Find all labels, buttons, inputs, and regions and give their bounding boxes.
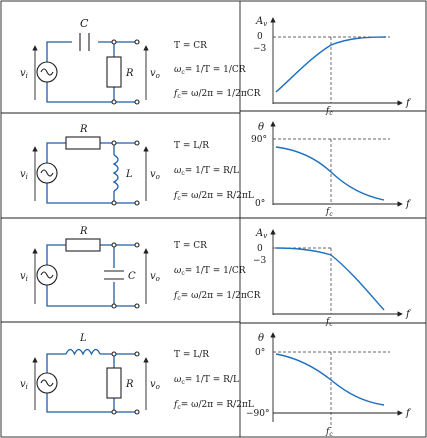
response-curve	[275, 36, 387, 93]
formula-block: T = CR ωc= 1/T = 1/CR fc= ω/2π = 1/2πCR	[173, 41, 261, 100]
y-axis-label: Av	[255, 16, 267, 28]
formula-tau: T = L/R	[174, 141, 209, 151]
formula-fc: fc= ω/2π = R/2πL	[173, 191, 254, 202]
y-axis-label: θ	[258, 333, 264, 344]
graph-phase-lowpass: θ 0° −90° f fc	[246, 332, 412, 438]
circuit-rc-highpass: C R vi vo	[20, 17, 160, 105]
formula-block: T = L/R ωc= 1/T = R/L fc= ω/2π = R/2πL	[173, 141, 254, 202]
x-axis-label: f	[405, 98, 412, 109]
y-axis-label: θ	[258, 122, 264, 133]
formula-omega: ωc= 1/T = 1/CR	[174, 65, 246, 76]
vout-label: vo	[150, 169, 160, 181]
circuit-rl-lowpass: L R vi vo	[20, 333, 160, 415]
x-axis-label: f	[405, 309, 412, 320]
formula-tau: T = CR	[174, 41, 207, 51]
circuit-rl-highpass: R L vi vo	[20, 124, 160, 206]
formula-block: T = L/R ωc= 1/T = R/L fc= ω/2π = R/2πL	[173, 350, 254, 411]
x-axis-label: f	[405, 199, 412, 210]
graph-phase-highpass: θ 90° 0° f fc	[251, 121, 412, 218]
vin-label: vi	[20, 271, 28, 283]
tick-label: 0	[257, 32, 263, 42]
formula-block: T = CR ωc= 1/T = 1/CR fc= ω/2π = 1/2πCR	[173, 241, 261, 302]
circuit-rc-lowpass: R C vi vo	[20, 226, 160, 309]
component-label: L	[125, 169, 133, 180]
cutoff-label: fc	[325, 427, 333, 438]
cutoff-label: fc	[325, 317, 333, 328]
component-label: C	[80, 17, 89, 30]
tick-label: 0°	[255, 348, 265, 358]
formula-omega: ωc= 1/T = 1/CR	[174, 266, 246, 277]
cutoff-label: fc	[325, 106, 333, 117]
tick-label: −90°	[246, 409, 270, 419]
tick-label: 90°	[251, 135, 267, 145]
component-label: L	[79, 333, 87, 344]
tick-label: −3	[253, 44, 267, 54]
response-curve	[275, 353, 385, 406]
vout-label: vo	[150, 271, 160, 283]
response-curve	[275, 247, 385, 311]
formula-fc: fc= ω/2π = 1/2πCR	[173, 291, 261, 302]
component-label: R	[79, 124, 88, 135]
vin-label: vi	[20, 68, 28, 80]
component-label: C	[128, 271, 136, 282]
vin-label: vi	[20, 169, 28, 181]
graph-gain-highpass: Av 0 −3 f fc	[253, 16, 412, 117]
component-label: R	[125, 68, 134, 79]
tick-label: 0°	[255, 199, 265, 209]
vout-label: vo	[150, 379, 160, 391]
formula-fc: fc= ω/2π = 1/2πCR	[173, 89, 261, 100]
tick-label: 0	[257, 244, 263, 254]
cutoff-label: fc	[325, 207, 333, 218]
formula-omega: ωc= 1/T = R/L	[174, 166, 239, 177]
response-curve	[275, 146, 385, 201]
tick-label: −3	[253, 256, 267, 266]
formula-omega: ωc= 1/T = R/L	[174, 375, 239, 386]
graph-gain-lowpass: Av 0 −3 f fc	[253, 228, 412, 328]
vin-label: vi	[20, 379, 28, 391]
vout-label: vo	[150, 68, 160, 80]
formula-fc: fc= ω/2π = R/2πL	[173, 400, 254, 411]
y-axis-label: Av	[255, 228, 267, 240]
component-label: R	[79, 226, 88, 237]
formula-tau: T = CR	[174, 241, 207, 251]
formula-tau: T = L/R	[174, 350, 209, 360]
x-axis-label: f	[405, 408, 412, 419]
component-label: R	[125, 379, 134, 390]
